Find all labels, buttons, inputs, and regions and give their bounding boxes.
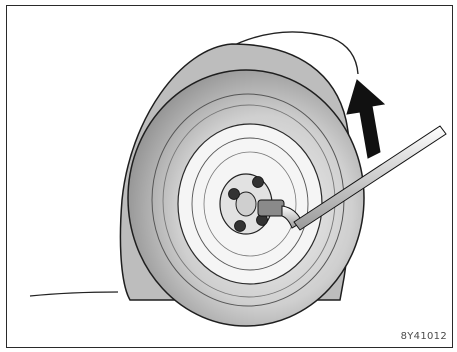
ground-line <box>30 292 118 296</box>
wrench-socket <box>258 200 284 216</box>
lug-nut <box>235 221 246 232</box>
figure-code: 8Y41012 <box>401 331 447 342</box>
lug-nut <box>253 177 264 188</box>
lug-nut <box>229 189 240 200</box>
